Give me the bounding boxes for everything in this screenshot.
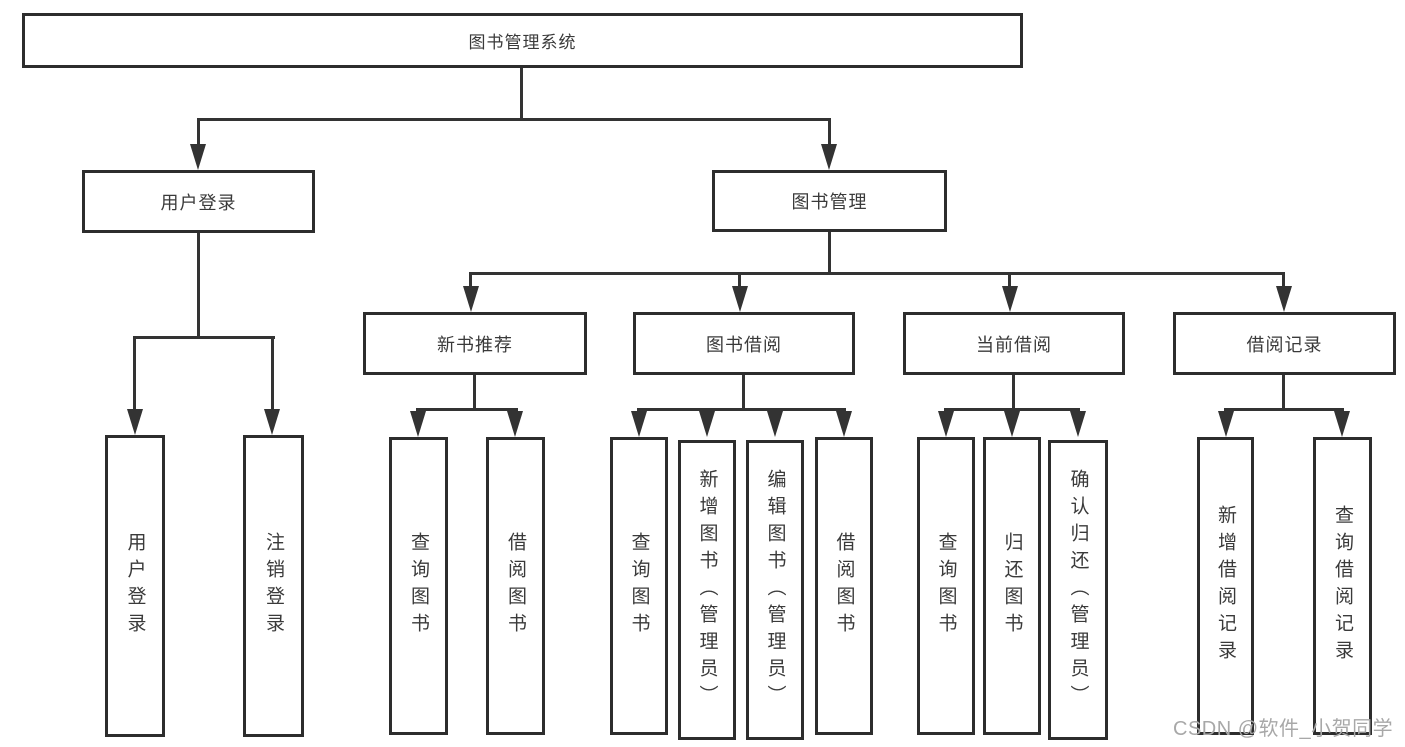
connector-line xyxy=(828,118,831,152)
connector-line xyxy=(198,118,831,121)
connector-line xyxy=(197,118,200,152)
arrow-down-icon xyxy=(1070,411,1086,437)
leaf-label: 新增借阅记录 xyxy=(1215,505,1236,667)
leaf-label: 新增图书（管理员） xyxy=(696,468,718,712)
node-leaf-query-borrow-record: 查询借阅记录 xyxy=(1313,437,1372,735)
leaf-label: 查询图书 xyxy=(935,532,957,640)
leaf-label: 归还图书 xyxy=(1001,532,1023,640)
node-leaf-user-login: 用户登录 xyxy=(105,435,165,737)
arrow-down-icon xyxy=(1002,286,1018,312)
leaf-label: 编辑图书（管理员） xyxy=(764,468,786,712)
node-leaf-borrow-books-1: 借阅图书 xyxy=(486,437,545,735)
node-leaf-logout: 注销登录 xyxy=(243,435,304,737)
connector-line xyxy=(197,233,200,336)
node-library-management-system: 图书管理系统 xyxy=(22,13,1023,68)
connector-line xyxy=(742,375,745,408)
node-leaf-return-books: 归还图书 xyxy=(983,437,1041,735)
node-leaf-confirm-return-admin: 确认归还（管理员） xyxy=(1048,440,1108,740)
arrow-down-icon xyxy=(463,286,479,312)
node-leaf-add-books-admin: 新增图书（管理员） xyxy=(678,440,736,740)
arrow-down-icon xyxy=(836,411,852,437)
connector-line xyxy=(637,408,846,411)
leaf-label: 借阅图书 xyxy=(505,532,526,640)
node-user-login: 用户登录 xyxy=(82,170,315,233)
arrow-down-icon xyxy=(938,411,954,437)
leaf-label: 借阅图书 xyxy=(833,532,855,640)
node-leaf-query-books-3: 查询图书 xyxy=(917,437,975,735)
arrow-down-icon xyxy=(1276,286,1292,312)
node-new-book-recommendation: 新书推荐 xyxy=(363,312,587,375)
node-book-borrowing: 图书借阅 xyxy=(633,312,855,375)
node-current-borrowing: 当前借阅 xyxy=(903,312,1125,375)
leaf-label: 注销登录 xyxy=(263,532,284,640)
node-leaf-edit-books-admin: 编辑图书（管理员） xyxy=(746,440,804,740)
connector-line xyxy=(1224,408,1344,411)
leaf-label: 用户登录 xyxy=(124,532,146,640)
connector-line xyxy=(1012,375,1015,408)
arrow-down-icon xyxy=(631,411,647,437)
connector-line xyxy=(473,375,476,408)
arrow-down-icon xyxy=(1004,411,1020,437)
connector-line xyxy=(1282,272,1285,292)
csdn-watermark: CSDN @软件_小贺同学 xyxy=(1173,718,1394,740)
arrow-down-icon xyxy=(821,144,837,170)
arrow-down-icon xyxy=(127,409,143,435)
leaf-label: 查询图书 xyxy=(628,532,650,640)
connector-line xyxy=(1282,375,1285,408)
connector-line xyxy=(738,272,741,292)
connector-line xyxy=(520,68,523,118)
leaf-label: 查询图书 xyxy=(408,532,429,640)
node-leaf-query-books-1: 查询图书 xyxy=(389,437,448,735)
arrow-down-icon xyxy=(732,286,748,312)
arrow-down-icon xyxy=(190,144,206,170)
connector-line xyxy=(469,272,1285,275)
arrow-down-icon xyxy=(1334,411,1350,437)
connector-line xyxy=(417,408,518,411)
connector-line xyxy=(271,336,274,412)
connector-line xyxy=(828,232,831,272)
leaf-label: 确认归还（管理员） xyxy=(1067,468,1089,712)
arrow-down-icon xyxy=(410,411,426,437)
node-leaf-add-borrow-record: 新增借阅记录 xyxy=(1197,437,1254,735)
node-borrowing-records: 借阅记录 xyxy=(1173,312,1396,375)
arrow-down-icon xyxy=(264,409,280,435)
arrow-down-icon xyxy=(767,411,783,437)
arrow-down-icon xyxy=(507,411,523,437)
node-leaf-borrow-books-2: 借阅图书 xyxy=(815,437,873,735)
leaf-label: 查询借阅记录 xyxy=(1332,505,1353,667)
connector-line xyxy=(469,272,472,292)
arrow-down-icon xyxy=(1218,411,1234,437)
connector-line xyxy=(1008,272,1011,292)
node-leaf-query-books-2: 查询图书 xyxy=(610,437,668,735)
connector-line xyxy=(134,336,275,339)
connector-line xyxy=(133,336,136,412)
node-book-management: 图书管理 xyxy=(712,170,947,232)
arrow-down-icon xyxy=(699,411,715,437)
